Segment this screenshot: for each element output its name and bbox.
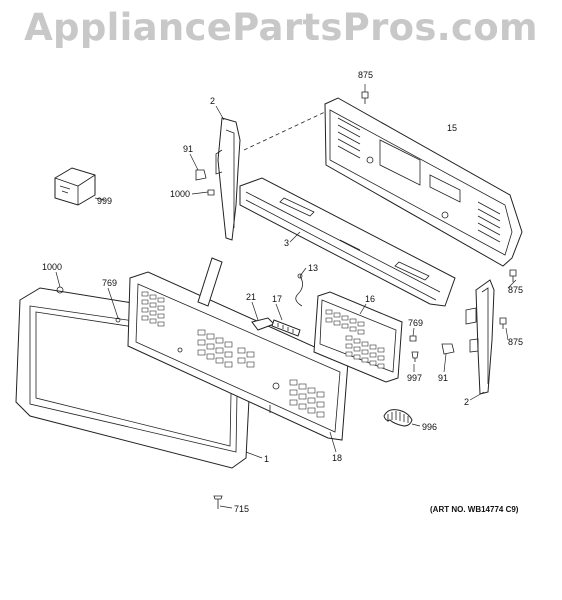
callout-715: 715 bbox=[234, 504, 249, 514]
callout-999: 999 bbox=[97, 196, 112, 206]
screw-875-top bbox=[361, 91, 369, 104]
screw-875-right-lower bbox=[499, 317, 507, 329]
part-13-harness bbox=[295, 273, 303, 307]
part-17-connector bbox=[271, 319, 301, 337]
callout-91-left: 91 bbox=[183, 144, 193, 154]
callout-21: 21 bbox=[246, 292, 256, 302]
fastener-1000-left bbox=[207, 189, 215, 196]
callout-18: 18 bbox=[332, 453, 342, 463]
callout-769-left: 769 bbox=[102, 278, 117, 288]
part-2-left-bracket bbox=[215, 117, 241, 241]
callout-875-right-upper: 875 bbox=[508, 285, 523, 295]
callout-15: 15 bbox=[447, 123, 457, 133]
callout-875-top: 875 bbox=[358, 70, 373, 80]
callout-2-left: 2 bbox=[210, 96, 215, 106]
callout-2-right: 2 bbox=[464, 397, 469, 407]
control-panel-keys-left bbox=[141, 291, 165, 327]
back-panel-vents-left bbox=[337, 117, 361, 159]
part-997-clip bbox=[411, 351, 419, 362]
screw-715 bbox=[213, 495, 223, 509]
back-panel-vents-right bbox=[477, 201, 501, 243]
clip-91-left bbox=[195, 169, 207, 181]
callout-1000-left: 1000 bbox=[170, 189, 190, 199]
callout-91-right: 91 bbox=[438, 373, 448, 383]
art-number: (ART NO. WB14774 C9) bbox=[430, 505, 519, 514]
ribbon-connector bbox=[197, 257, 223, 307]
callout-16: 16 bbox=[365, 294, 375, 304]
callout-13: 13 bbox=[308, 263, 318, 273]
clip-91-right bbox=[441, 343, 455, 355]
part-3-rail bbox=[239, 177, 456, 307]
callout-1: 1 bbox=[264, 454, 269, 464]
callout-996: 996 bbox=[422, 422, 437, 432]
control-panel-keys-center bbox=[197, 329, 255, 368]
watermark-text: AppliancePartsPros.com bbox=[24, 6, 538, 49]
display-board-buttons bbox=[325, 309, 385, 369]
callout-997: 997 bbox=[407, 373, 422, 383]
part-18-control-panel bbox=[127, 271, 349, 441]
screw-875-right-upper bbox=[509, 269, 517, 282]
part-15-back-panel bbox=[324, 97, 523, 267]
part-996-coil bbox=[383, 409, 413, 427]
part-16-display-board bbox=[313, 291, 403, 383]
callout-875-right-lower: 875 bbox=[508, 337, 523, 347]
callout-3: 3 bbox=[284, 238, 289, 248]
part-2-right-bracket bbox=[465, 279, 495, 395]
callout-labels: 875 15 2 91 1000 999 3 1000 769 13 875 2… bbox=[42, 70, 523, 514]
callout-1000-frame: 1000 bbox=[42, 262, 62, 272]
callout-17: 17 bbox=[272, 294, 282, 304]
callout-769-right: 769 bbox=[408, 318, 423, 328]
fastener-769-right bbox=[409, 335, 417, 342]
control-panel-keys-right bbox=[289, 379, 325, 418]
part-999-box bbox=[54, 167, 96, 206]
